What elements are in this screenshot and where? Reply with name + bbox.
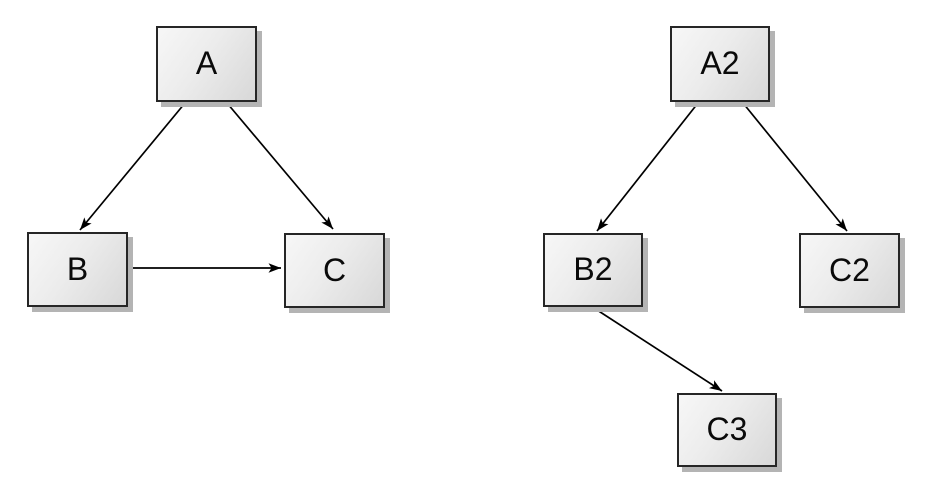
node-c: C <box>284 233 385 308</box>
node-a2: A2 <box>670 26 770 102</box>
node-c3-label: C3 <box>706 411 748 447</box>
edge-a-to-b <box>79 102 186 231</box>
node-c2: C2 <box>799 233 900 308</box>
edge-b2-to-c3 <box>593 307 723 392</box>
node-b2-label: B2 <box>573 251 613 287</box>
node-a2-label: A2 <box>700 45 740 81</box>
node-b-label: B <box>66 250 89 287</box>
node-a-label: A <box>195 45 218 81</box>
edge-a-to-c <box>226 102 334 230</box>
edge-a2-to-c2 <box>742 102 848 232</box>
node-b: B <box>27 232 128 307</box>
edge-a2-to-b2 <box>596 102 699 232</box>
node-b2: B2 <box>543 233 643 307</box>
node-c-label: C <box>322 251 347 288</box>
node-a: A <box>156 26 257 102</box>
node-c3: C3 <box>677 393 777 467</box>
node-c2-label: C2 <box>829 251 870 288</box>
